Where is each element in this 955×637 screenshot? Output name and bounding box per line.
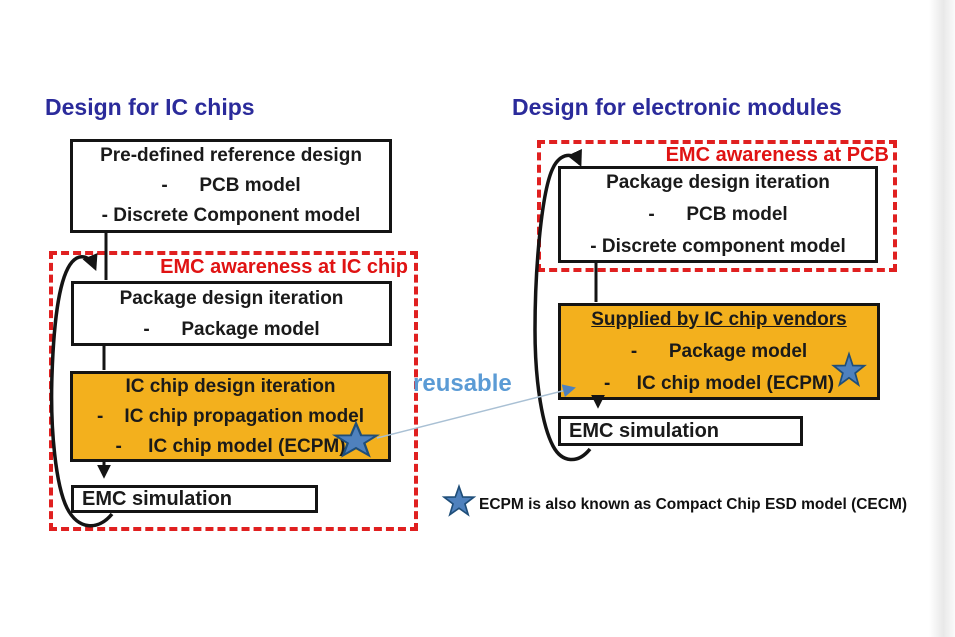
box-line: - IC chip model (ECPM): [603, 372, 835, 394]
right-edge-shade: [929, 0, 955, 637]
box-line: IC chip design iteration: [125, 375, 336, 397]
ic-chip-design-iteration-box: IC chip design iteration - IC chip propa…: [70, 371, 391, 462]
emc-simulation-box-right: EMC simulation: [558, 416, 803, 446]
legend-star-icon: [441, 483, 477, 517]
box-line: - Package model: [630, 340, 808, 362]
legend-text: ECPM is also known as Compact Chip ESD m…: [479, 496, 908, 513]
box-line: - Discrete component model: [590, 235, 846, 257]
box-line: - IC chip model (ECPM): [115, 435, 346, 457]
box-line: Supplied by IC chip vendors: [591, 308, 847, 330]
right-column-title: Design for electronic modules: [512, 94, 842, 120]
reusable-label: reusable: [413, 370, 512, 397]
emc-awareness-pcb-label: EMC awareness at PCB: [665, 144, 889, 166]
supplied-by-ic-chip-vendors-box: Supplied by IC chip vendors - Package mo…: [558, 303, 880, 400]
box-line: - Discrete Component model: [101, 205, 361, 226]
package-design-iteration-box-left: Package design iteration - Package model: [71, 281, 392, 346]
left-column-title: Design for IC chips: [45, 94, 255, 120]
box-line: Package design iteration: [606, 171, 830, 193]
box-line: - Package model: [143, 318, 320, 340]
emc-awareness-ic-chip-label: EMC awareness at IC chip: [160, 256, 408, 278]
box-line: Pre-defined reference design: [100, 145, 362, 166]
box-line: EMC simulation: [82, 487, 233, 510]
emc-simulation-box-left: EMC simulation: [71, 485, 318, 513]
package-design-iteration-box-right: Package design iteration - PCB model - D…: [558, 166, 878, 263]
predefined-reference-design-box: Pre-defined reference design - PCB model…: [70, 139, 392, 233]
box-line: - PCB model: [161, 175, 301, 196]
box-line: Package design iteration: [119, 287, 344, 309]
box-line: - PCB model: [648, 203, 788, 225]
box-line: - IC chip propagation model: [96, 405, 365, 427]
box-line: EMC simulation: [569, 419, 720, 442]
